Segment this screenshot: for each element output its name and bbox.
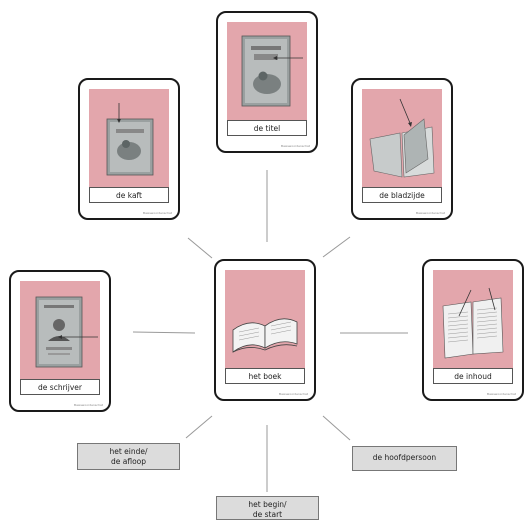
card-schrijver[interactable]: de schrijver Basiswoordenschat xyxy=(9,270,111,412)
book-author-image xyxy=(20,281,100,379)
card-label: de schrijver xyxy=(20,379,100,395)
card-label: het boek xyxy=(225,368,305,384)
card-label: de kaft xyxy=(89,187,169,203)
card-bladzijde[interactable]: de bladzijde Basiswoordenschat xyxy=(351,78,453,220)
card-credit: Basiswoordenschat xyxy=(279,392,308,396)
card-label: de inhoud xyxy=(433,368,513,384)
tag-hoofdpersoon[interactable]: de hoofdpersoon xyxy=(352,446,457,471)
book-content-image xyxy=(433,270,513,368)
open-book-image xyxy=(225,270,305,368)
connector-line-bladzijde xyxy=(322,236,351,258)
card-credit: Basiswoordenschat xyxy=(487,392,516,396)
book-title-image xyxy=(227,22,307,120)
card-credit: Basiswoordenschat xyxy=(416,211,445,215)
tag-begin[interactable]: het begin/ de start xyxy=(216,496,319,520)
card-credit: Basiswoordenschat xyxy=(143,211,172,215)
card-label: de titel xyxy=(227,120,307,136)
card-label: de bladzijde xyxy=(362,187,442,203)
card-credit: Basiswoordenschat xyxy=(281,144,310,148)
book-page-image xyxy=(362,89,442,187)
card-titel[interactable]: de titel Basiswoordenschat xyxy=(216,11,318,153)
tag-einde[interactable]: het einde/ de afloop xyxy=(77,443,180,470)
connector-line-kaft xyxy=(187,237,213,259)
card-credit: Basiswoordenschat xyxy=(74,403,103,407)
connector-line-hoofdpersoon xyxy=(322,415,351,441)
connector-line-schrijver xyxy=(132,331,196,334)
connector-line-einde xyxy=(185,415,213,439)
card-kaft[interactable]: de kaft Basiswoordenschat xyxy=(78,78,180,220)
card-het-boek[interactable]: het boek Basiswoordenschat xyxy=(214,259,316,401)
card-inhoud[interactable]: de inhoud Basiswoordenschat xyxy=(422,259,524,401)
book-cover-image xyxy=(89,89,169,187)
